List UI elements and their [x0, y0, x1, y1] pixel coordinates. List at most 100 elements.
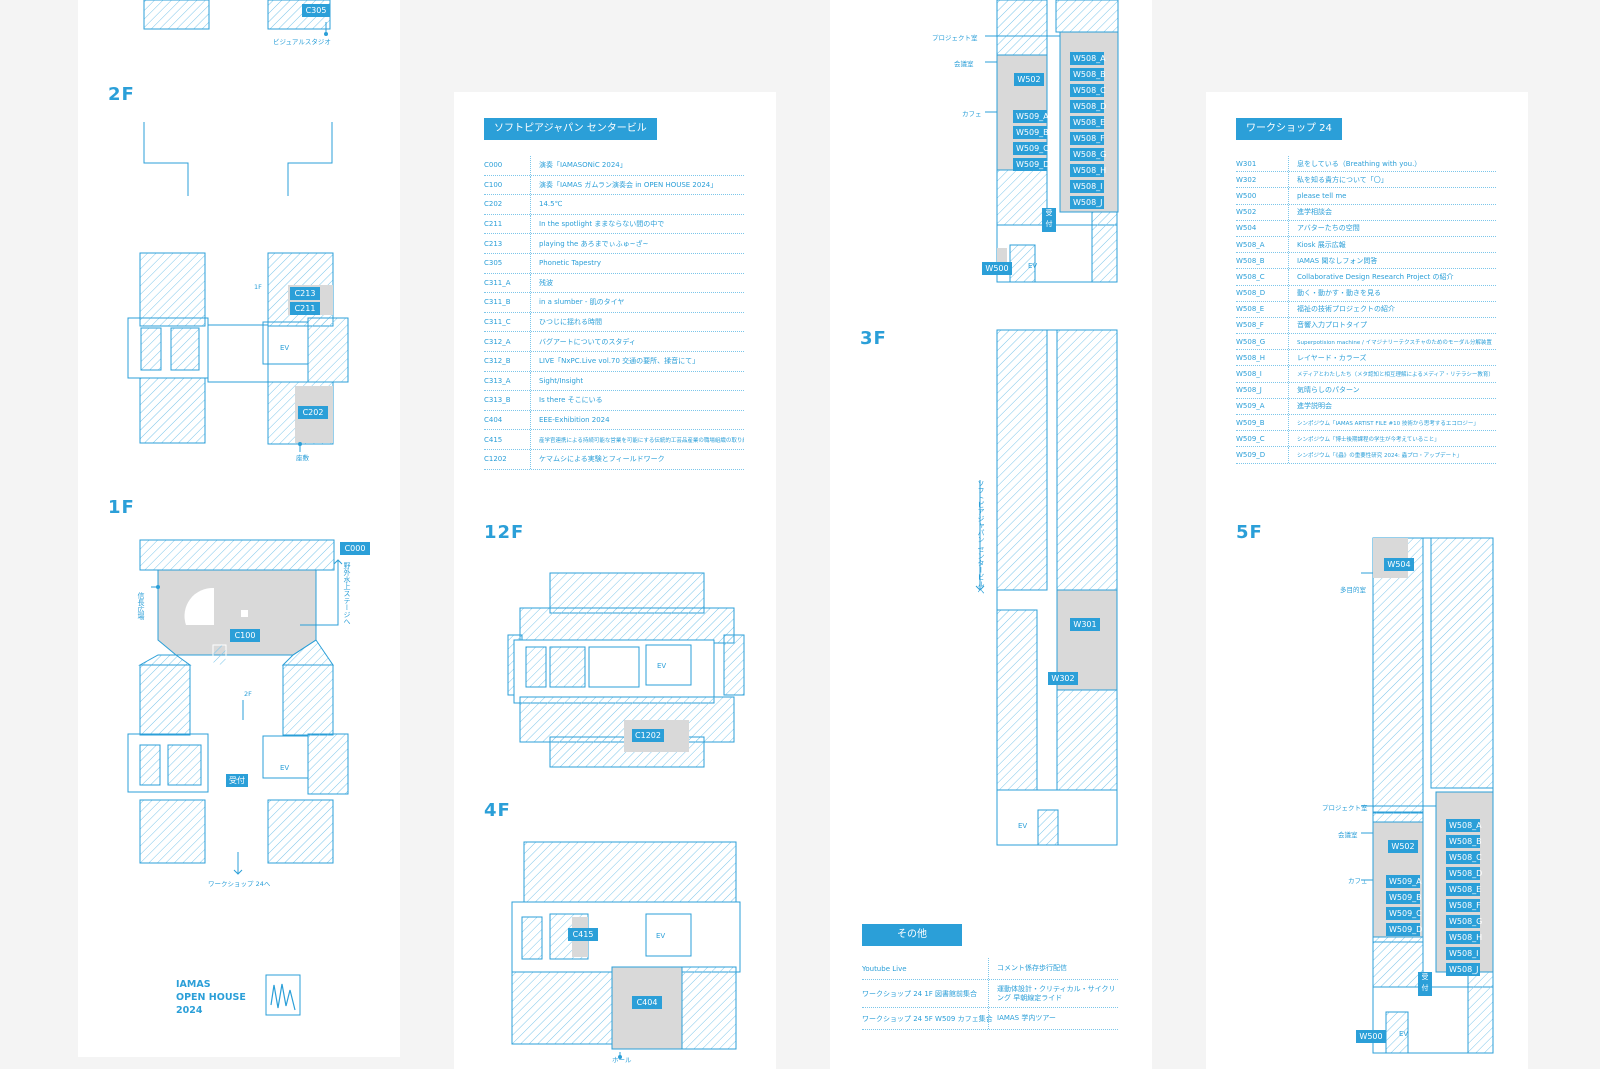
- room-label-w509-c[interactable]: W509_C: [1386, 907, 1422, 920]
- room-label-w509-d[interactable]: W509_D: [1386, 923, 1422, 936]
- elevator-1f: EV: [280, 764, 290, 772]
- floor-title-4f: 4F: [484, 800, 511, 821]
- room-label-w508-g[interactable]: W508_G: [1446, 915, 1482, 928]
- reception-label[interactable]: 受付: [1042, 208, 1056, 232]
- room-label-w508-h[interactable]: W508_H: [1446, 931, 1482, 944]
- room-label-w509-b[interactable]: W509_B: [1013, 126, 1049, 139]
- elevator-3f: EV: [1018, 822, 1028, 830]
- room-label-c202[interactable]: C202: [298, 406, 328, 419]
- note-visual-studio: ビジュアルスタジオ: [273, 38, 331, 46]
- reception-label[interactable]: 受付: [1418, 972, 1432, 996]
- room-label-c404[interactable]: C404: [632, 996, 662, 1009]
- room-label-w509-d[interactable]: W509_D: [1013, 158, 1049, 171]
- floor-title-12f: 12F: [484, 522, 525, 543]
- room-label-w508-b[interactable]: W508_B: [1070, 68, 1106, 81]
- room-label-w508-g[interactable]: W508_G: [1070, 148, 1106, 161]
- room-label-w502[interactable]: W502: [1014, 73, 1044, 86]
- room-label-w508-d[interactable]: W508_D: [1070, 100, 1106, 113]
- room-label-c415[interactable]: C415: [568, 928, 598, 941]
- room-label-w508-e[interactable]: W508_E: [1070, 116, 1105, 129]
- table-row[interactable]: ワークショップ 24 1F 図書館前集合運動体設計・クリティカル・サイクリング …: [862, 980, 1118, 1008]
- room-label-c000[interactable]: C000: [340, 542, 370, 555]
- floor-title-2f: 2F: [108, 84, 135, 105]
- room-label-w508-e[interactable]: W508_E: [1446, 883, 1481, 896]
- panel-workshop24-map: プロジェクト室 会議室 カフェ W502 W509_A W509_B W509_…: [830, 0, 1152, 1069]
- room-label-w508-c[interactable]: W508_C: [1070, 84, 1106, 97]
- room-label-w508-f[interactable]: W508_F: [1070, 132, 1105, 145]
- room-label-w504[interactable]: W504: [1384, 558, 1414, 571]
- room-label-w508-j[interactable]: W508_J: [1070, 196, 1104, 209]
- room-label-c211[interactable]: C211: [290, 302, 320, 315]
- room-label-w508-a[interactable]: W508_A: [1446, 819, 1482, 832]
- room-label-w509-c[interactable]: W509_C: [1013, 142, 1049, 155]
- brand-line-3: 2024: [176, 1005, 203, 1016]
- room-label-c305[interactable]: C305: [302, 4, 330, 17]
- room-label-w508-i[interactable]: W508_I: [1070, 180, 1104, 193]
- reception-label[interactable]: 受付: [226, 774, 248, 787]
- room-label-w500[interactable]: W500: [1356, 1030, 1386, 1043]
- note-to-center-building: ソフトピアジャパン センタービルへ: [977, 480, 985, 595]
- room-label-w508-f[interactable]: W508_F: [1446, 899, 1481, 912]
- room-label-w508-b[interactable]: W508_B: [1446, 835, 1482, 848]
- room-label-w508-c[interactable]: W508_C: [1446, 851, 1482, 864]
- room-label-c100[interactable]: C100: [230, 629, 260, 642]
- room-label-w301[interactable]: W301: [1070, 618, 1100, 631]
- floor-title-1f: 1F: [108, 497, 135, 518]
- elevator-12f: EV: [657, 662, 667, 670]
- section-header-workshop24: ワークショップ 24: [1236, 118, 1342, 140]
- note-project-room: プロジェクト室: [932, 34, 978, 42]
- room-label-w509-b[interactable]: W509_B: [1386, 891, 1422, 904]
- room-label-w509-a[interactable]: W509_A: [1386, 875, 1422, 888]
- room-label-w302[interactable]: W302: [1048, 672, 1078, 685]
- room-label-c213[interactable]: C213: [290, 287, 320, 300]
- room-label-w508-j[interactable]: W508_J: [1446, 963, 1480, 976]
- note-hall: ホール: [612, 1056, 632, 1064]
- room-label-w500[interactable]: W500: [982, 262, 1012, 275]
- room-label-w502[interactable]: W502: [1388, 840, 1418, 853]
- room-label-w508-d[interactable]: W508_D: [1446, 867, 1482, 880]
- room-label-w509-a[interactable]: W509_A: [1013, 110, 1049, 123]
- room-label-c1202[interactable]: C1202: [632, 729, 664, 742]
- room-label-w508-a[interactable]: W508_A: [1070, 52, 1106, 65]
- room-label-w508-h[interactable]: W508_H: [1070, 164, 1106, 177]
- room-label-w508-i[interactable]: W508_I: [1446, 947, 1480, 960]
